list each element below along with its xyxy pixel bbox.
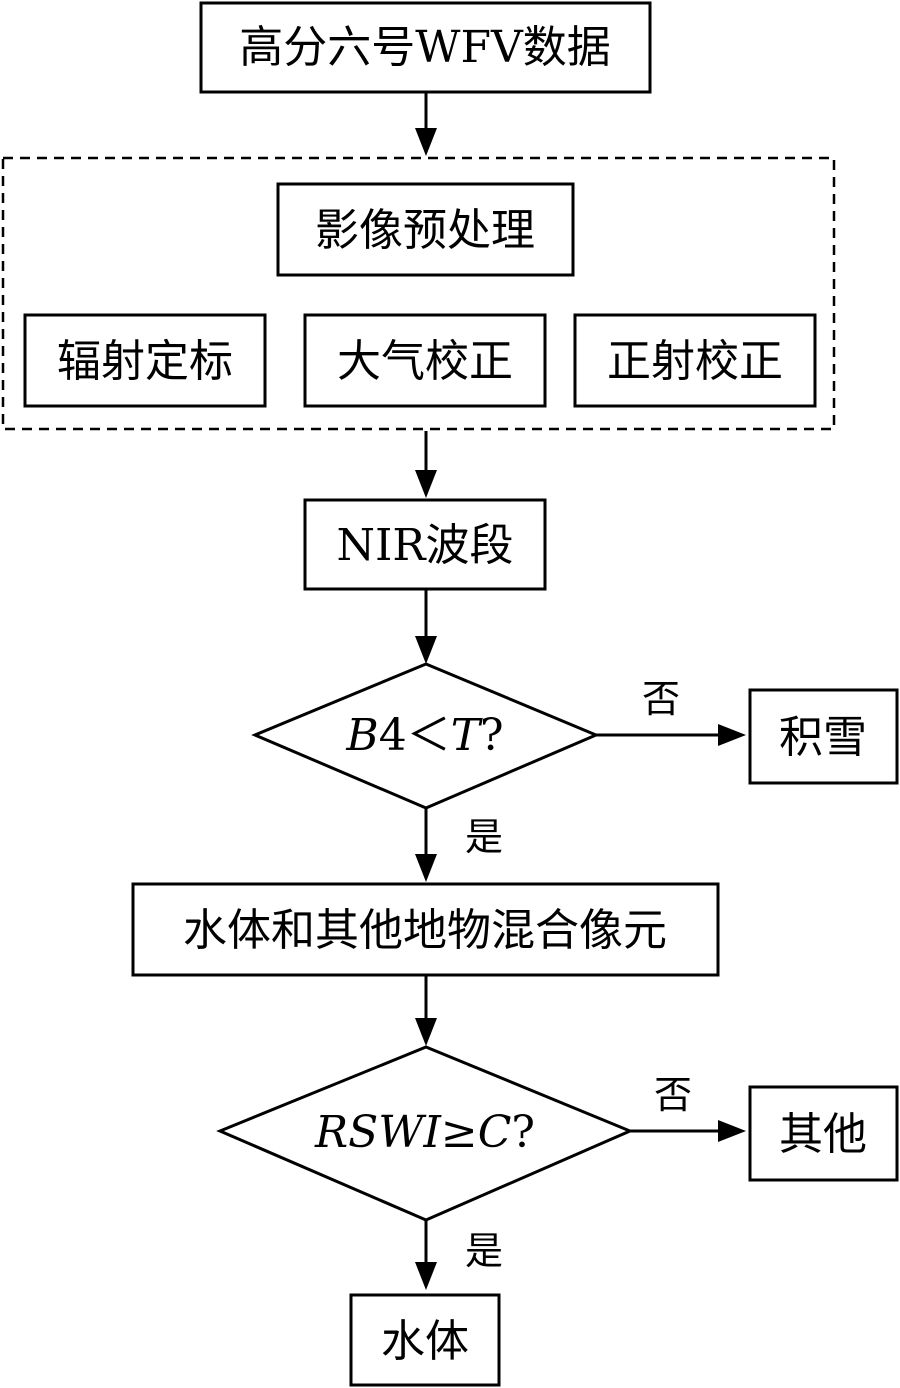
water-node: 水体 (349, 1293, 501, 1387)
decision1-op: 4＜ (379, 710, 451, 761)
decision2-end: ? (511, 1107, 535, 1158)
arrow-decision1-no (596, 724, 746, 746)
decision2-no-label: 否 (654, 1073, 692, 1117)
decision2-var-a: RSWI (314, 1107, 442, 1158)
decision1-var-b: T (451, 710, 484, 761)
arrow-band-to-decision1 (415, 589, 437, 664)
nir-band-label: NIR波段 (336, 520, 513, 571)
decision2-var-b: C (478, 1107, 512, 1158)
water-label: 水体 (381, 1316, 469, 1367)
arrow-preprocess-to-band (415, 431, 437, 498)
snow-label: 积雪 (779, 712, 867, 763)
orthorectification-label: 正射校正 (607, 336, 783, 387)
atmospheric-correction-label: 大气校正 (337, 336, 513, 387)
decision2-yes-label: 是 (465, 1229, 503, 1273)
decision1-node: B4＜T? (251, 662, 600, 810)
decision1-var-a: B (345, 710, 378, 761)
preprocess-group: 影像预处理 辐射定标 大气校正 正射校正 (1, 156, 836, 431)
radiometric-calibration-label: 辐射定标 (57, 336, 233, 387)
decision1-end: ? (480, 710, 504, 761)
mixed-pixels-node: 水体和其他地物混合像元 (131, 882, 720, 977)
other-label: 其他 (779, 1109, 867, 1160)
mixed-pixels-label: 水体和其他地物混合像元 (183, 905, 667, 956)
radiometric-calibration-node: 辐射定标 (23, 313, 267, 408)
nir-band-node: NIR波段 (303, 498, 547, 591)
arrow-decision2-no (630, 1120, 746, 1142)
other-node: 其他 (748, 1085, 899, 1182)
arrow-decision1-yes (415, 808, 437, 882)
preprocess-title-node: 影像预处理 (276, 182, 575, 277)
arrow-mixed-to-decision2 (415, 975, 437, 1046)
arrow-decision2-yes (415, 1220, 437, 1290)
decision2-label: RSWI≥C? (314, 1107, 535, 1158)
atmospheric-correction-node: 大气校正 (303, 313, 547, 408)
snow-node: 积雪 (748, 688, 899, 785)
decision1-no-label: 否 (642, 677, 680, 721)
decision1-yes-label: 是 (465, 815, 503, 859)
decision1-label: B4＜T? (345, 710, 503, 761)
start-label: 高分六号WFV数据 (239, 22, 611, 73)
orthorectification-node: 正射校正 (573, 313, 817, 408)
decision2-node: RSWI≥C? (216, 1045, 634, 1222)
preprocess-title-label: 影像预处理 (315, 205, 535, 256)
arrow-start-to-preprocess (415, 92, 437, 156)
decision2-op: ≥ (441, 1107, 478, 1158)
start-node: 高分六号WFV数据 (199, 1, 652, 94)
